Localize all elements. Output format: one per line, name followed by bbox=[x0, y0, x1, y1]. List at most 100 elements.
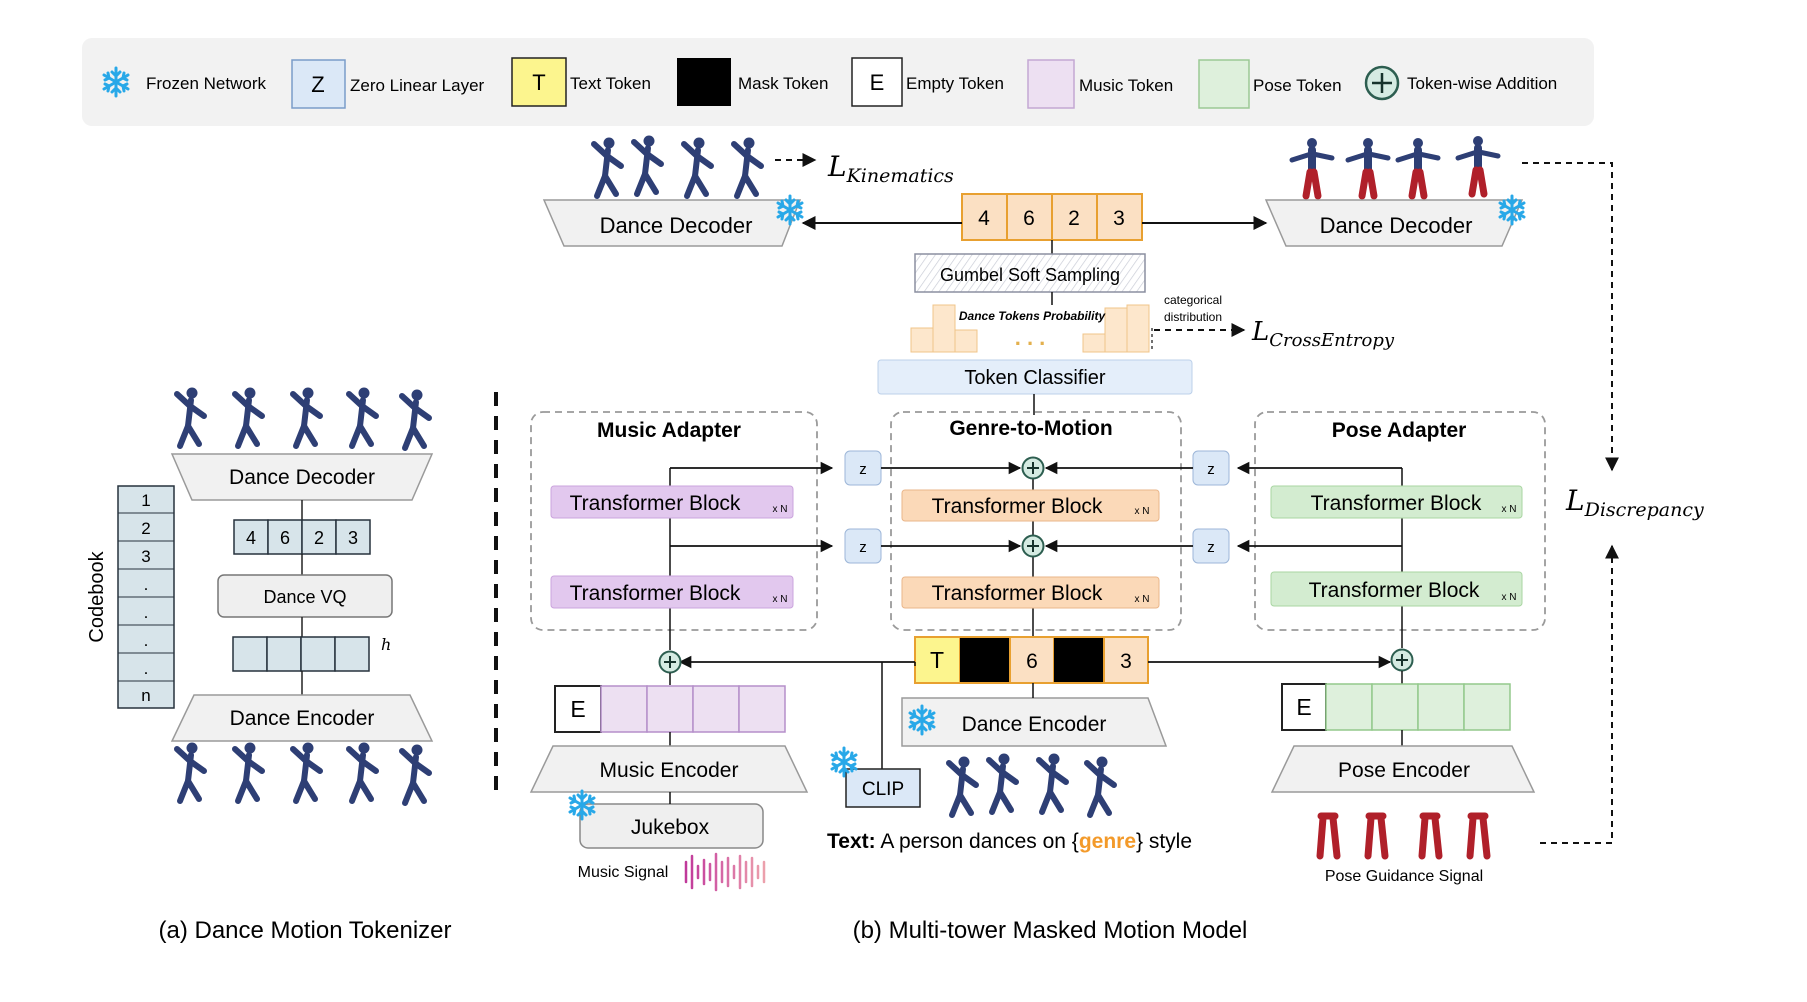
genre-to-motion-title: Genre-to-Motion bbox=[949, 417, 1112, 440]
pose-encoder-label: Pose Encoder bbox=[1338, 759, 1470, 782]
codebook-entry: 2 bbox=[141, 519, 150, 538]
music-token-row: E bbox=[554, 685, 786, 733]
tokenizer-token-row: 4 6 2 3 bbox=[233, 519, 371, 555]
legend-music-label: Music Token bbox=[1079, 76, 1173, 95]
dance-encoder-shape bbox=[901, 697, 1168, 747]
probability-ellipsis: . . . bbox=[1015, 325, 1046, 350]
jukebox-box bbox=[579, 803, 764, 849]
dancer-figure bbox=[594, 138, 621, 197]
multi-tower-masked-motion-model: LKinematics Dance Decoder Dance Decoder … bbox=[529, 136, 1704, 944]
tokenizer-encoder-label: Dance Encoder bbox=[230, 707, 375, 730]
pose-guidance-legs bbox=[1320, 816, 1337, 856]
dancer-figure bbox=[1087, 757, 1114, 816]
h-label: h bbox=[381, 635, 391, 654]
dancer-figure bbox=[634, 136, 661, 195]
codebook-entry: 3 bbox=[141, 547, 150, 566]
music-adapter-title: Music Adapter bbox=[597, 419, 741, 442]
pose-dancer-figure bbox=[1292, 138, 1332, 196]
legend-pose-label: Pose Token bbox=[1253, 76, 1342, 95]
dancer-figure bbox=[293, 388, 320, 447]
tokenizer-encoder-shape bbox=[170, 694, 434, 742]
legend: Frozen Network Z Zero Linear Layer T Tex… bbox=[82, 38, 1594, 126]
tokenizer-token: 4 bbox=[246, 528, 256, 548]
genre-to-motion-tower bbox=[890, 411, 1182, 631]
repeat-label: x N bbox=[1502, 504, 1517, 515]
dance-vq-box bbox=[217, 574, 393, 618]
legend-music-swatch bbox=[1027, 59, 1075, 109]
codebook-entry: n bbox=[141, 686, 150, 705]
dance-encoder-label: Dance Encoder bbox=[962, 713, 1107, 736]
dancer-figure bbox=[402, 745, 429, 804]
masked-token-sequence: T 6 3 bbox=[914, 636, 1149, 684]
token-classifier-label: Token Classifier bbox=[964, 367, 1106, 389]
repeat-label: x N bbox=[1502, 592, 1517, 603]
dancer-figure bbox=[1039, 754, 1066, 813]
text-token: T bbox=[930, 647, 944, 673]
dancer-figure bbox=[349, 388, 376, 447]
legend-text-swatch bbox=[511, 57, 567, 107]
music-adapter-tower bbox=[530, 411, 818, 631]
legend-empty-swatch bbox=[851, 57, 903, 107]
tokenizer-decoder-label: Dance Decoder bbox=[229, 466, 375, 489]
legend-pose-swatch bbox=[1198, 59, 1250, 109]
legend-text-glyph: T bbox=[532, 70, 545, 95]
predicted-token: 2 bbox=[1068, 207, 1080, 230]
pose-dancer-figure bbox=[1458, 136, 1498, 194]
dancer-figure bbox=[734, 138, 761, 197]
sequence-token: 3 bbox=[1120, 650, 1132, 673]
token-classifier-box bbox=[877, 359, 1193, 395]
pose-dancer-figure bbox=[1398, 138, 1438, 196]
legend-mask-label: Mask Token bbox=[738, 74, 828, 93]
tokenizer-token: 6 bbox=[280, 528, 290, 548]
empty-token: E bbox=[570, 696, 585, 722]
distribution-label: distribution bbox=[1164, 310, 1222, 324]
zero-linear-glyph: z bbox=[859, 539, 867, 556]
pose-encoder-shape bbox=[1270, 745, 1536, 793]
dancer-figure bbox=[177, 388, 204, 447]
right-dance-decoder-label: Dance Decoder bbox=[1320, 213, 1473, 238]
dancer-figure bbox=[402, 390, 429, 449]
repeat-label: x N bbox=[773, 594, 788, 605]
sequence-token: 6 bbox=[1026, 650, 1038, 673]
codebook: 1 2 3 . . . . n bbox=[117, 485, 175, 709]
music-encoder-label: Music Encoder bbox=[600, 759, 739, 782]
music-encoder-shape bbox=[529, 745, 809, 793]
loss-kinematics: LKinematics bbox=[827, 150, 954, 187]
model-caption: (b) Multi-tower Masked Motion Model bbox=[853, 917, 1248, 944]
jukebox-label: Jukebox bbox=[631, 816, 710, 839]
legend-empty-label: Empty Token bbox=[906, 74, 1004, 93]
tokenizer-token: 2 bbox=[314, 528, 324, 548]
pose-transformer-label: Transformer Block bbox=[1309, 579, 1480, 602]
legend-zero-label: Zero Linear Layer bbox=[350, 76, 485, 95]
pose-signal-label: Pose Guidance Signal bbox=[1325, 868, 1483, 885]
music-transformer-block bbox=[550, 575, 794, 609]
genre-transformer-block bbox=[901, 489, 1160, 522]
right-dance-decoder-shape bbox=[1264, 199, 1524, 247]
dancer-figure bbox=[349, 743, 376, 802]
waveform-icon bbox=[684, 852, 766, 892]
zero-linear-glyph: z bbox=[1207, 539, 1215, 556]
pose-guidance-legs bbox=[1368, 816, 1385, 856]
dancer-figure bbox=[235, 388, 262, 447]
pose-guidance-legs bbox=[1470, 816, 1487, 856]
pose-transformer-block bbox=[1270, 571, 1523, 607]
genre-transformer-block bbox=[901, 576, 1160, 609]
legend-mask-swatch bbox=[677, 58, 731, 106]
codebook-entry: . bbox=[144, 575, 149, 594]
dancer-figure bbox=[989, 754, 1016, 813]
codebook-label: Codebook bbox=[86, 550, 108, 642]
tokenizer-token: 3 bbox=[348, 528, 358, 548]
pose-guidance-legs bbox=[1422, 816, 1439, 856]
probability-label: Dance Tokens Probability bbox=[959, 309, 1107, 323]
clip-box bbox=[845, 768, 921, 808]
pose-transformer-block bbox=[1270, 485, 1523, 519]
dancer-figure bbox=[177, 743, 204, 802]
predicted-token: 6 bbox=[1023, 207, 1035, 230]
codebook-entry: 1 bbox=[141, 491, 150, 510]
empty-token: E bbox=[1296, 694, 1311, 720]
dancer-figure bbox=[949, 757, 976, 816]
pose-adapter-tower bbox=[1254, 411, 1546, 631]
legend-text-label: Text Token bbox=[570, 74, 651, 93]
latent-feature-row bbox=[232, 636, 370, 672]
